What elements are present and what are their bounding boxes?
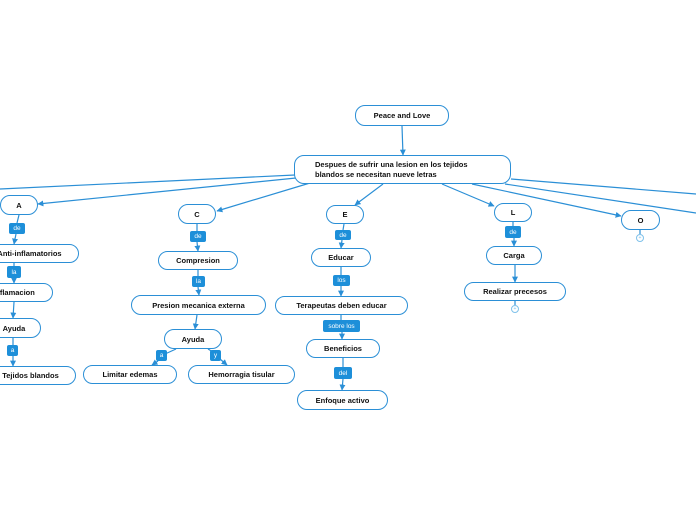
link-label-los-e: los: [333, 275, 350, 286]
link-label-de-e: de: [335, 230, 351, 240]
node-c[interactable]: C: [178, 204, 216, 224]
node-realizar-precesos[interactable]: Realizar precesos: [464, 282, 566, 301]
connector-center-c: [216, 182, 311, 213]
node-o[interactable]: O: [621, 210, 660, 230]
collapse-toggle-l[interactable]: +: [511, 305, 519, 313]
root-node-text: Peace and Love: [373, 111, 431, 120]
connector-e-de: [342, 223, 345, 231]
connector-y-hemorragia: [219, 358, 228, 366]
node-terapeutas-deben-educar[interactable]: Terapeutas deben educar: [275, 296, 408, 315]
link-label-de-c: de: [190, 231, 206, 242]
node-realizar-precesos-text: Realizar precesos: [483, 287, 547, 296]
node-limitar-edemas-text: Limitar edemas: [102, 370, 158, 379]
connector-root-center: [399, 125, 406, 156]
connector-a-limitar: [151, 359, 159, 366]
node-compresion[interactable]: Compresion: [158, 251, 238, 270]
connector-presion-ayuda: [192, 314, 199, 330]
connector-center-l: [441, 183, 495, 207]
node-ayuda-c[interactable]: Ayuda: [164, 329, 222, 349]
connector-center-o: [471, 183, 622, 218]
link-label-la-c: la: [192, 276, 205, 287]
node-inflamacion[interactable]: Inflamacion: [0, 283, 53, 302]
node-ayuda-a[interactable]: Ayuda: [0, 318, 41, 338]
node-beneficios-text: Beneficios: [324, 344, 362, 353]
node-o-text: O: [637, 215, 644, 225]
node-anti-inflamatorios[interactable]: Anti-inflamatorios: [0, 244, 79, 263]
connector-de-compresion: [194, 241, 201, 252]
node-educar[interactable]: Educar: [311, 248, 371, 267]
node-beneficios[interactable]: Beneficios: [306, 339, 380, 358]
node-hemorragia-tisular-text: Hemorragia tisular: [208, 370, 275, 379]
node-carga-text: Carga: [503, 251, 525, 260]
connector-la-presion: [195, 286, 202, 296]
node-e[interactable]: E: [326, 205, 364, 224]
connector-de-anti: [12, 233, 19, 245]
node-hemorragia-tisular[interactable]: Hemorragia tisular: [188, 365, 295, 384]
connector-center-left-offscreen: [0, 174, 296, 190]
connector-center-e: [354, 183, 384, 206]
root-node[interactable]: Peace and Love: [355, 105, 449, 126]
link-label-de-a: de: [9, 223, 25, 234]
node-a-text: A: [16, 200, 22, 210]
node-terapeutas-deben-educar-text: Terapeutas deben educar: [296, 301, 387, 310]
central-topic-text: Despues de sufrir una lesion en los teji…: [315, 160, 468, 179]
node-limitar-edemas[interactable]: Limitar edemas: [83, 365, 177, 384]
connector-center-a: [37, 177, 297, 207]
connector-inflamacion-ayuda: [10, 301, 17, 319]
node-compresion-text: Compresion: [176, 256, 220, 265]
link-label-y-c: y: [210, 350, 221, 361]
link-label-a-a: a: [7, 345, 18, 356]
node-presion-mecanica-externa-text: Presion mecanica externa: [152, 300, 245, 310]
central-topic-node[interactable]: Despues de sufrir una lesion en los teji…: [294, 155, 511, 184]
link-label-a-c: a: [156, 350, 167, 361]
node-ayuda-a-text: Ayuda: [2, 323, 26, 333]
node-enfoque-activo-text: Enfoque activo: [315, 395, 370, 405]
node-ayuda-c-text: Ayuda: [181, 334, 205, 344]
node-educar-text: Educar: [328, 253, 354, 262]
collapse-toggle-o[interactable]: +: [636, 234, 644, 242]
link-label-del-e: del: [334, 367, 352, 379]
link-label-sobre-los: sobre los: [323, 320, 360, 332]
connector-a-de: [16, 214, 20, 224]
node-tejidos-blandos[interactable]: Tejidos blandos: [0, 366, 76, 385]
node-tejidos-blandos-text: Tejidos blandos: [2, 371, 59, 380]
link-label-la-a: la: [7, 266, 21, 278]
node-l[interactable]: L: [494, 203, 532, 222]
node-presion-mecanica-externa[interactable]: Presion mecanica externa: [131, 295, 266, 315]
node-carga[interactable]: Carga: [486, 246, 542, 265]
node-anti-inflamatorios-text: Anti-inflamatorios: [0, 249, 62, 258]
node-c-text: C: [194, 209, 200, 219]
link-label-de-l: de: [505, 226, 521, 238]
connector-center-right-offscreen-2: [510, 178, 696, 195]
node-e-text: E: [342, 210, 348, 219]
connector-de-educar: [338, 239, 345, 249]
connector-center-right-offscreen-1: [504, 183, 696, 214]
node-inflamacion-text: Inflamacion: [0, 288, 35, 297]
node-l-text: L: [510, 208, 516, 217]
connector-del-enfoque: [339, 378, 346, 391]
node-a[interactable]: A: [0, 195, 38, 215]
node-enfoque-activo[interactable]: Enfoque activo: [297, 390, 388, 410]
